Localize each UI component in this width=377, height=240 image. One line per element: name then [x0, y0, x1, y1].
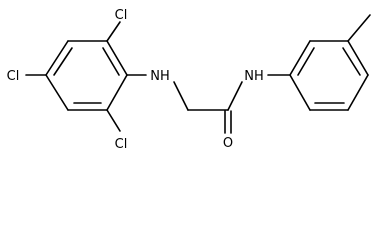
- ring-bond: [347, 40, 369, 76]
- ring-double-bond: [342, 47, 361, 76]
- methyl-bond: [347, 14, 371, 42]
- carbonyl-to-nh-bond: [227, 81, 243, 111]
- nh-to-ch2-bond: [173, 81, 189, 111]
- chlorine-label-top: Cl: [115, 8, 128, 23]
- ring-bond: [45, 40, 69, 76]
- chlorine-label-bottom: Cl: [115, 137, 128, 152]
- cl-top-bond: [106, 21, 121, 42]
- molecule-drawing: Cl Cl Cl NH NH O: [7, 8, 371, 152]
- ring-bond: [106, 74, 128, 111]
- chlorine-label-left: Cl: [7, 69, 20, 84]
- carbonyl-oxygen-label: O: [223, 136, 233, 151]
- ring-bond: [289, 74, 311, 111]
- amine-nh-label: NH: [150, 69, 170, 84]
- amide-nh-label: NH: [244, 69, 264, 84]
- ring-bond: [45, 74, 69, 111]
- ring-bond: [347, 74, 369, 111]
- ring-double-bond: [297, 47, 315, 76]
- ring-bond: [289, 40, 311, 76]
- trichlorophenyl-ring: [45, 40, 128, 111]
- structure-diagram: Cl Cl Cl NH NH O: [7, 8, 371, 152]
- cl-bottom-bond: [106, 109, 121, 132]
- tolyl-ring: [289, 40, 369, 111]
- ring-bond: [106, 40, 128, 76]
- ring-double-bond: [102, 47, 120, 76]
- ring-double-bond: [53, 47, 73, 76]
